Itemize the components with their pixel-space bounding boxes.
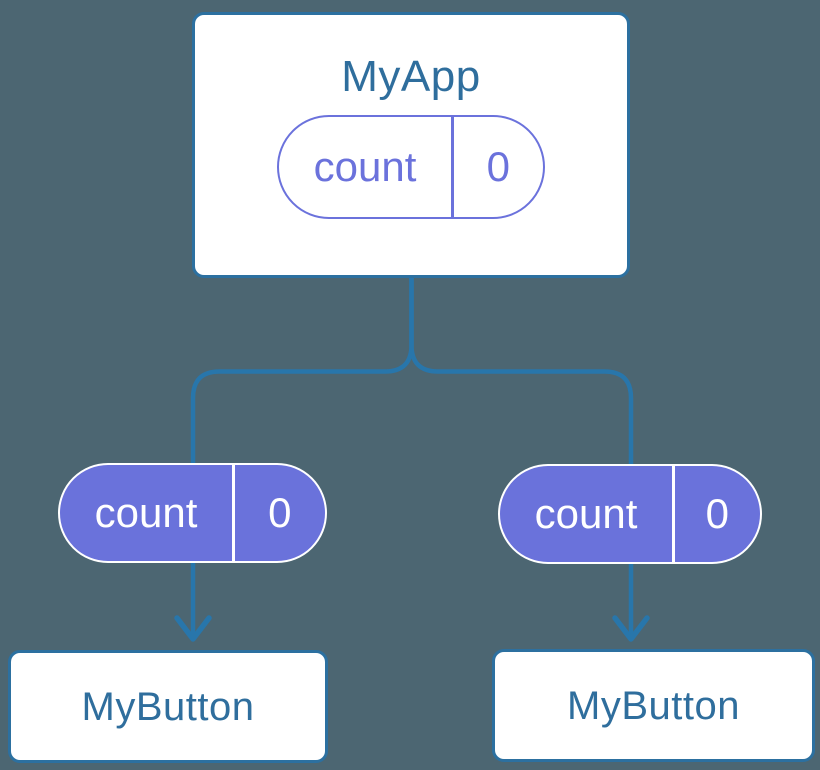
pill-divider (232, 465, 235, 561)
prop-pill-right: count 0 (498, 464, 762, 564)
prop-pill-left: count 0 (58, 463, 327, 563)
component-box-child-right: MyButton (492, 649, 815, 762)
state-pill-value: 0 (486, 143, 510, 190)
component-box-child-left: MyButton (8, 650, 328, 763)
prop-pill-value: 0 (268, 489, 292, 536)
component-title-child-right: MyButton (567, 683, 740, 728)
branch-line-right (409, 277, 634, 636)
component-box-root: MyApp count 0 (192, 12, 630, 278)
component-title-root: MyApp (341, 52, 481, 101)
arrowhead-left-icon (174, 615, 212, 642)
prop-pill-name: count (534, 490, 638, 537)
prop-pill-value: 0 (705, 490, 729, 537)
state-pill-root: count 0 (277, 115, 545, 219)
state-pill-name: count (313, 143, 417, 190)
pill-divider (672, 466, 675, 562)
branch-line-left (190, 277, 414, 636)
prop-pill-name: count (94, 489, 198, 536)
component-title-child-left: MyButton (81, 684, 255, 729)
pill-divider (451, 117, 454, 217)
arrowhead-right-icon (612, 615, 650, 642)
